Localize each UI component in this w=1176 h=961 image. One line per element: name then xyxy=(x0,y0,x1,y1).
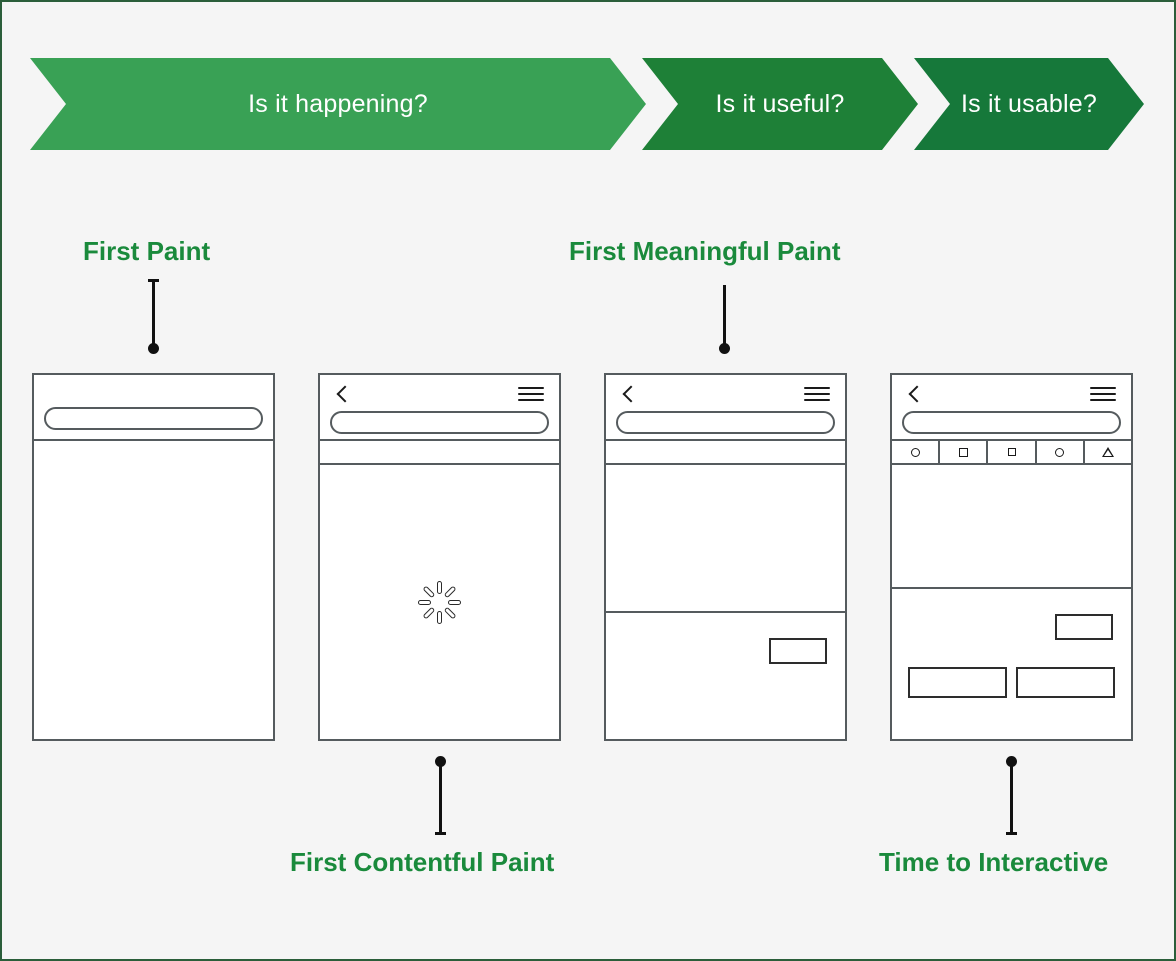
mockup-header xyxy=(892,375,1131,441)
circle-icon xyxy=(1055,447,1065,457)
mockup-header-icons xyxy=(330,384,549,406)
action-button-secondary[interactable] xyxy=(1016,667,1115,698)
time-to-interactive-mockup xyxy=(890,373,1133,741)
tab-item-4[interactable] xyxy=(1037,441,1085,463)
first-paint-mockup xyxy=(32,373,275,741)
tab-item-2[interactable] xyxy=(940,441,989,463)
mockup-empty-body xyxy=(34,441,273,739)
hamburger-menu-icon[interactable] xyxy=(518,387,544,402)
phase-label: Is it happening? xyxy=(248,89,428,118)
phase-label: Is it usable? xyxy=(960,89,1097,118)
mockup-header xyxy=(606,375,845,441)
phase-is-it-usable[interactable]: Is it usable? xyxy=(914,58,1144,150)
triangle-icon xyxy=(1101,447,1114,457)
hamburger-menu-icon[interactable] xyxy=(1090,387,1116,402)
mockup-tabbar xyxy=(892,441,1131,465)
mockup-content-area xyxy=(892,589,1131,739)
pointer-dot xyxy=(148,343,159,354)
first-meaningful-paint-mockup xyxy=(604,373,847,741)
pointer-stem xyxy=(152,279,155,353)
pointer-cap xyxy=(435,832,446,835)
action-button-row xyxy=(908,667,1115,698)
content-thumbnail xyxy=(1055,614,1113,640)
metric-label-first-meaningful-paint: First Meaningful Paint xyxy=(569,236,841,266)
metric-label-time-to-interactive: Time to Interactive xyxy=(879,847,1109,877)
metric-label-first-paint: First Paint xyxy=(83,236,211,266)
pointer-cap xyxy=(1006,832,1017,835)
user-experience-phases-banner: Is it happening? Is it useful? Is it usa… xyxy=(30,58,1144,150)
first-contentful-paint-mockup xyxy=(318,373,561,741)
pointer-first-meaningful-paint xyxy=(719,285,730,354)
pointer-stem xyxy=(439,757,442,835)
circle-icon xyxy=(910,447,920,457)
phase-is-it-useful[interactable]: Is it useful? xyxy=(642,58,918,150)
metric-label-first-contentful-paint: First Contentful Paint xyxy=(290,847,555,877)
search-input[interactable] xyxy=(616,411,835,434)
search-input[interactable] xyxy=(44,407,263,430)
chevron-left-icon[interactable] xyxy=(336,385,347,403)
mockup-empty-tabbar xyxy=(606,441,845,465)
square-small-icon xyxy=(1007,448,1016,456)
chevron-left-icon[interactable] xyxy=(622,385,633,403)
mockup-hero-area xyxy=(892,465,1131,589)
mockup-content-area xyxy=(606,613,845,739)
pointer-time-to-interactive xyxy=(1006,756,1017,835)
mockup-header-icons xyxy=(902,384,1121,406)
pointer-first-contentful-paint xyxy=(435,756,446,835)
tab-item-3[interactable] xyxy=(988,441,1037,463)
phase-is-it-happening[interactable]: Is it happening? xyxy=(30,58,646,150)
hamburger-menu-icon[interactable] xyxy=(804,387,830,402)
mockup-header xyxy=(34,375,273,441)
mockup-header-icons xyxy=(616,384,835,406)
tab-item-5[interactable] xyxy=(1085,441,1131,463)
content-thumbnail xyxy=(769,638,827,664)
mockup-hero-area xyxy=(606,465,845,613)
pointer-first-paint xyxy=(148,279,159,354)
search-input[interactable] xyxy=(902,411,1121,434)
mockup-empty-tabbar xyxy=(320,441,559,465)
chevron-left-icon[interactable] xyxy=(908,385,919,403)
content-text-lines xyxy=(908,611,1033,615)
tab-item-1[interactable] xyxy=(892,441,941,463)
content-text-lines xyxy=(622,635,747,639)
mockup-header xyxy=(320,375,559,441)
square-icon xyxy=(958,447,968,457)
pointer-dot xyxy=(719,343,730,354)
action-button-primary[interactable] xyxy=(908,667,1007,698)
pointer-stem xyxy=(1010,757,1013,835)
mockup-loading-area xyxy=(320,465,559,739)
loading-spinner-icon xyxy=(418,580,462,624)
phase-label: Is it useful? xyxy=(715,89,845,118)
pointer-stem xyxy=(723,285,726,353)
search-input[interactable] xyxy=(330,411,549,434)
